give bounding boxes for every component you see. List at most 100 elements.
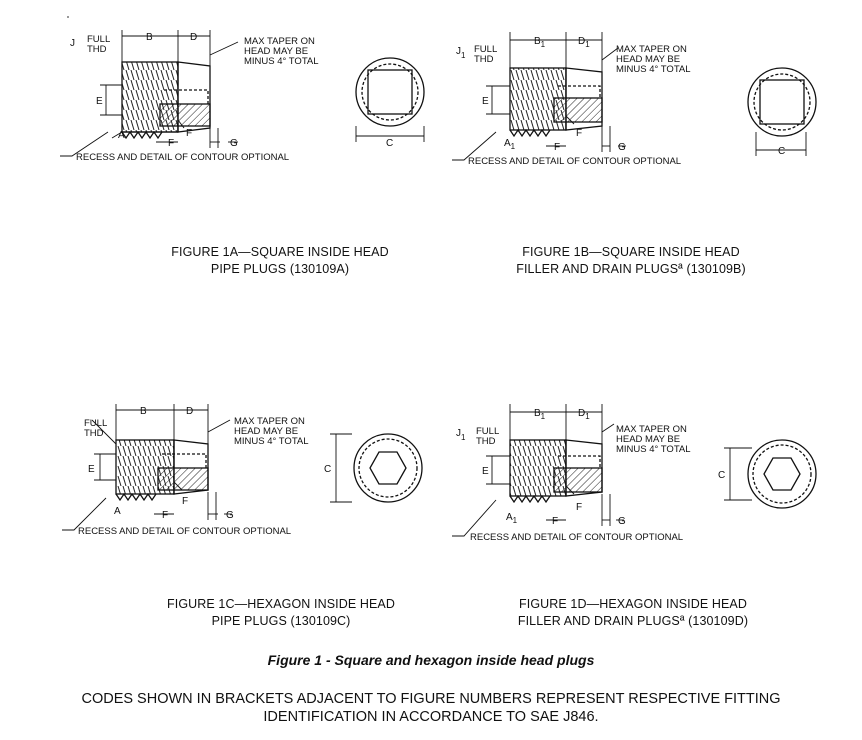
label-full: FULL <box>87 34 110 45</box>
caption-line: FIGURE 1A—SQUARE INSIDE HEAD <box>171 245 389 259</box>
label-b: B <box>140 406 147 417</box>
label-b: B <box>146 32 153 43</box>
label-e: E <box>96 96 103 107</box>
label-c: C <box>778 146 785 157</box>
label-recess: RECESS AND DETAIL OF CONTOUR OPTIONAL <box>470 532 683 543</box>
hex-head-end-view <box>724 439 817 509</box>
label-a: A <box>118 130 125 141</box>
label-a-sub: 1 <box>511 142 516 151</box>
label-c: C <box>386 138 393 149</box>
label-d-sub: 1 <box>585 412 590 421</box>
caption-line: FILLER AND DRAIN PLUGSª (130109B) <box>516 262 746 276</box>
label-recess: RECESS AND DETAIL OF CONTOUR OPTIONAL <box>76 152 289 163</box>
label-j: J <box>70 38 75 49</box>
figure-1a: J FULL THD B D E A F F G MAX TAPER ON HE… <box>60 20 440 180</box>
label-taper-line1: MAX TAPER ON <box>244 36 315 47</box>
label-full: FULL <box>474 44 497 55</box>
label-a-main: A <box>504 138 511 149</box>
label-j-main: J <box>456 428 461 439</box>
plug-side-view <box>509 67 603 138</box>
label-d-main: D <box>578 36 585 47</box>
label-e: E <box>88 464 95 475</box>
label-a: A1 <box>506 512 518 525</box>
caption-line: FIGURE 1D—HEXAGON INSIDE HEAD <box>519 597 747 611</box>
figure-1c: FULL THD B D E A F F G MAX TAPER ON HEAD… <box>62 396 442 546</box>
label-c: C <box>324 464 331 475</box>
figure-1a-caption: FIGURE 1A—SQUARE INSIDE HEAD PIPE PLUGS … <box>130 244 430 278</box>
label-d-sub: 1 <box>585 40 590 49</box>
label-thd: THD <box>476 436 496 447</box>
square-head-end-view <box>747 67 817 156</box>
label-g: G <box>618 142 626 153</box>
label-recess: RECESS AND DETAIL OF CONTOUR OPTIONAL <box>78 526 291 537</box>
label-a-main: A <box>506 512 513 523</box>
label-taper-line3: MINUS 4° TOTAL <box>616 64 691 75</box>
label-d: D1 <box>578 408 590 421</box>
label-taper-line3: MINUS 4° TOTAL <box>234 436 309 447</box>
square-head-end-view <box>355 57 425 142</box>
label-f-inner: F <box>182 496 188 507</box>
label-g: G <box>226 510 234 521</box>
label-recess: RECESS AND DETAIL OF CONTOUR OPTIONAL <box>468 156 681 167</box>
label-g: G <box>618 516 626 527</box>
hex-head-end-view <box>330 433 423 503</box>
label-f-bottom: F <box>552 516 558 527</box>
label-d: D <box>186 406 193 417</box>
dimension-lines <box>452 32 626 161</box>
label-a-sub: 1 <box>513 516 518 525</box>
label-j: J1 <box>456 428 466 442</box>
label-f-bottom: F <box>554 142 560 153</box>
label-a: A1 <box>504 138 516 151</box>
caption-line: FIGURE 1B—SQUARE INSIDE HEAD <box>522 245 740 259</box>
label-f-bottom: F <box>162 510 168 521</box>
label-c: C <box>718 470 725 481</box>
figure-1d-caption: FIGURE 1D—HEXAGON INSIDE HEAD FILLER AND… <box>478 596 788 630</box>
caption-line: PIPE PLUGS (130109C) <box>211 614 351 628</box>
figure-main-caption: Figure 1 - Square and hexagon inside hea… <box>267 652 595 668</box>
caption-line: PIPE PLUGS (130109A) <box>210 262 350 276</box>
figure-1a-drawing: J FULL THD B D E A F F G MAX TAPER ON HE… <box>60 30 425 163</box>
dimension-lines <box>452 404 624 537</box>
label-thd: THD <box>87 44 107 55</box>
figure-1d: J1 FULL THD B1 D1 E A1 F F G MAX TAPER O… <box>452 396 852 546</box>
label-e: E <box>482 466 489 477</box>
codes-note: CODES SHOWN IN BRACKETS ADJACENT TO FIGU… <box>0 690 862 726</box>
plug-side-view <box>509 439 603 504</box>
label-j-sub: 1 <box>461 51 466 60</box>
label-full: FULL <box>476 426 499 437</box>
label-taper-line2: HEAD MAY BE <box>616 434 680 445</box>
label-j: J1 <box>456 46 466 60</box>
label-full: FULL <box>84 418 107 429</box>
label-j-sub: 1 <box>461 433 466 442</box>
stray-dot <box>67 16 69 18</box>
figure-1b: J1 FULL THD B1 D1 E A1 F F G MAX TAPER O… <box>450 20 850 180</box>
label-b: B1 <box>534 36 546 49</box>
note-line: CODES SHOWN IN BRACKETS ADJACENT TO FIGU… <box>81 691 781 707</box>
label-a: A <box>114 506 121 517</box>
label-taper-line1: MAX TAPER ON <box>616 424 687 435</box>
label-b-main: B <box>534 408 541 419</box>
label-taper-line2: HEAD MAY BE <box>616 54 680 65</box>
plug-side-view <box>121 61 211 140</box>
label-taper-line2: HEAD MAY BE <box>234 426 298 437</box>
label-taper-line1: MAX TAPER ON <box>616 44 687 55</box>
label-b: B1 <box>534 408 546 421</box>
label-b-sub: 1 <box>541 412 546 421</box>
label-taper-line1: MAX TAPER ON <box>234 416 305 427</box>
plug-side-view <box>115 439 209 502</box>
label-f-inner: F <box>576 128 582 139</box>
note-line: IDENTIFICATION IN ACCORDANCE TO SAE J846… <box>263 709 599 725</box>
label-d-main: D <box>578 408 585 419</box>
label-f-bottom: F <box>168 138 174 149</box>
label-d: D <box>190 32 197 43</box>
label-f-inner: F <box>576 502 582 513</box>
figure-1c-drawing: FULL THD B D E A F F G MAX TAPER ON HEAD… <box>62 404 423 537</box>
label-f-inner: F <box>186 128 192 139</box>
label-e: E <box>482 96 489 107</box>
label-thd: THD <box>474 54 494 65</box>
figure-1b-drawing: J1 FULL THD B1 D1 E A1 F F G MAX TAPER O… <box>452 32 817 167</box>
dimension-lines <box>60 30 239 157</box>
figure-1d-drawing: J1 FULL THD B1 D1 E A1 F F G MAX TAPER O… <box>452 404 817 543</box>
label-b-main: B <box>534 36 541 47</box>
label-thd: THD <box>84 428 104 439</box>
